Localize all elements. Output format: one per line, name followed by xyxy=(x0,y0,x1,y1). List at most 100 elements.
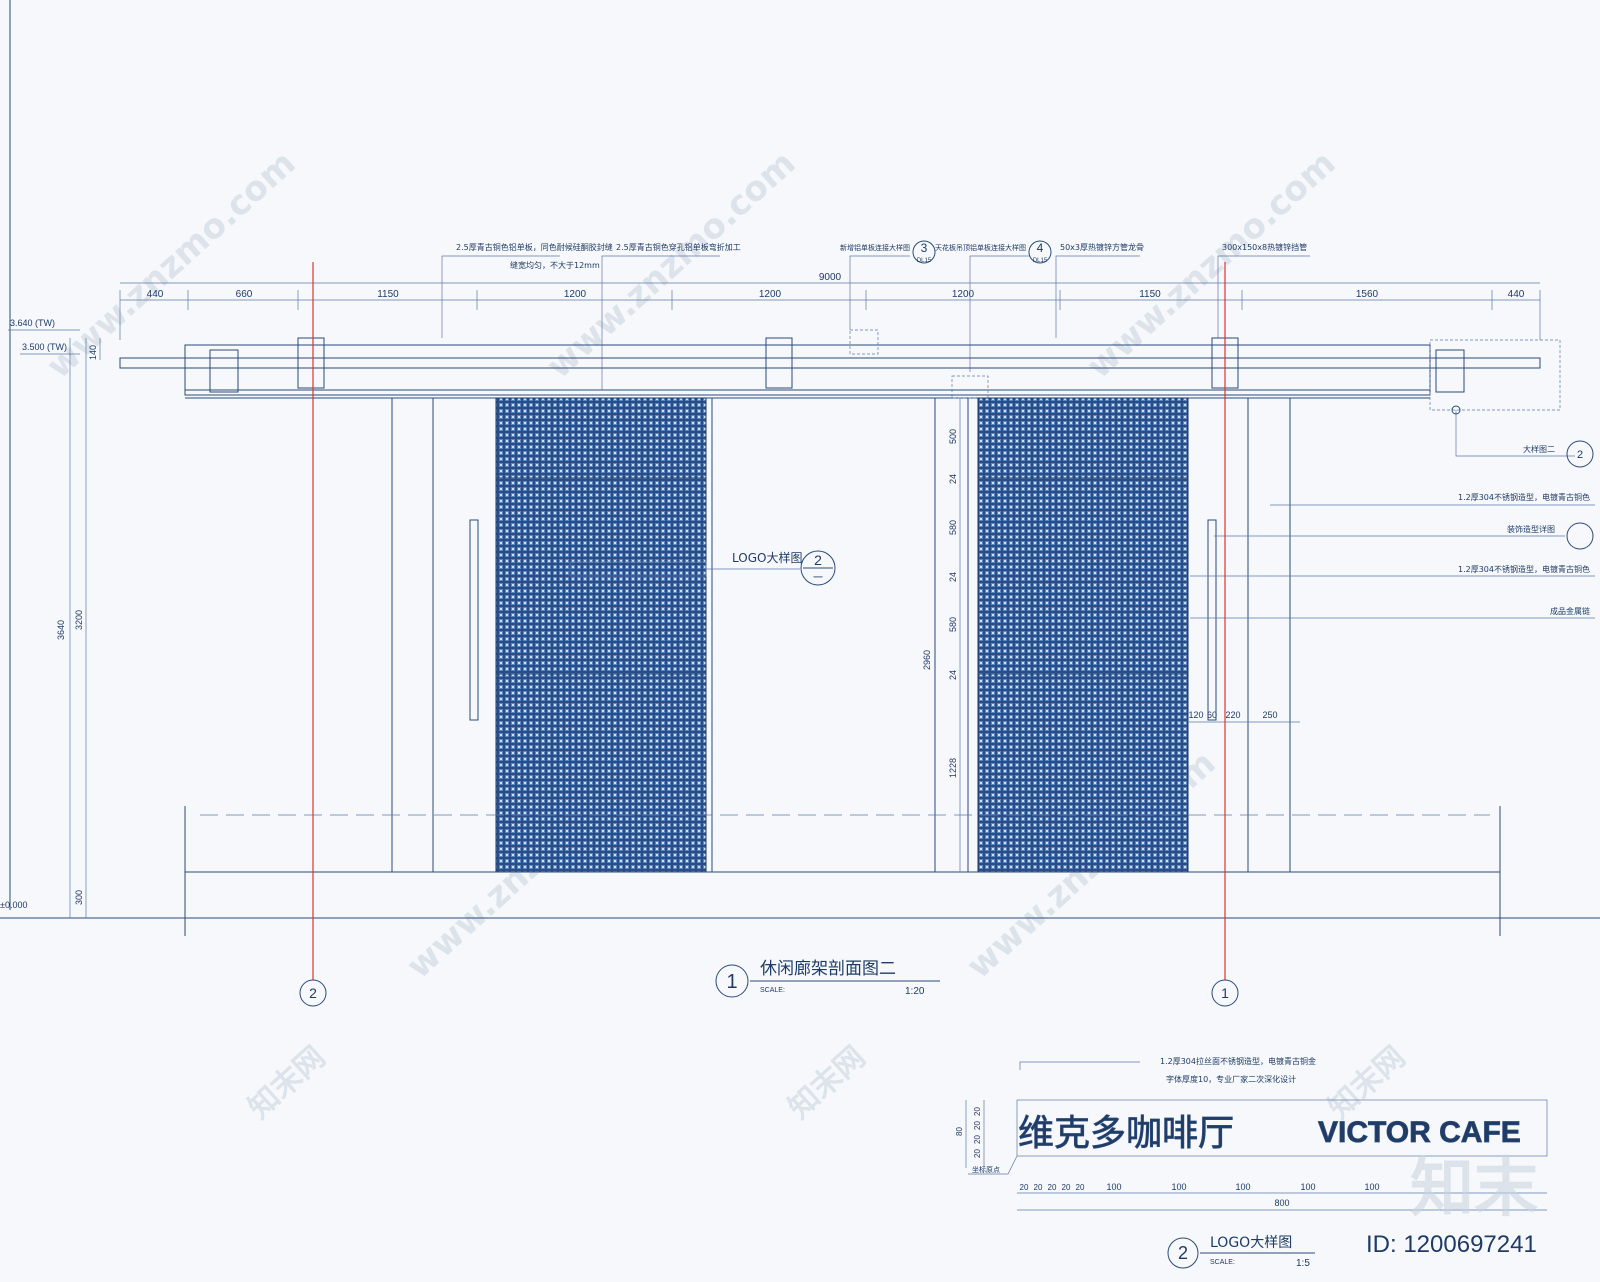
total-dimension: 9000 xyxy=(819,272,842,283)
left-dimensions: 3640 3200 300 140 xyxy=(56,338,101,918)
title-block-logo: 2 LOGO大样图 SCALE: 1:5 xyxy=(1167,1235,1315,1269)
callout-text: 缝宽均匀，不大于12mm xyxy=(510,260,600,270)
detail-ref-sheet: DL15 xyxy=(917,258,932,264)
dim-label: 300 xyxy=(74,890,84,905)
dim-label: 440 xyxy=(1508,289,1525,300)
logo-callout-text: LOGO大样图 xyxy=(732,550,802,565)
dim-label: 60 xyxy=(1207,710,1217,720)
side-dimensions: 120 60 220 250 xyxy=(1188,710,1300,723)
dim-label: 580 xyxy=(948,520,958,535)
detail-ref-number: 2 xyxy=(1577,449,1583,461)
grid-axes: 2 1 xyxy=(299,262,1239,1007)
dim-label: 20 xyxy=(1048,1183,1057,1192)
callout-text: 1.2厚304不锈钢造型，电镀青古铜色 xyxy=(1458,564,1590,574)
title-text: 休闲廊架剖面图二 xyxy=(760,959,896,979)
dim-label: 20 xyxy=(1062,1183,1071,1192)
door-handle-right xyxy=(1207,519,1217,721)
dim-label: 500 xyxy=(948,429,958,444)
grid-marker-2 xyxy=(299,979,327,1007)
logo-ref-sub: 一 xyxy=(813,573,823,584)
dim-label: 20 xyxy=(973,1121,982,1130)
title-block-section: 1 休闲廊架剖面图二 SCALE: 1:20 xyxy=(715,959,940,998)
dim-label: 3640 xyxy=(56,620,66,640)
top-dimension-chain: 440 660 1150 1200 1200 1200 1150 1560 44… xyxy=(119,289,1541,340)
callout-text: 300x150x8热镀锌挡管 xyxy=(1222,242,1307,252)
dim-label: 1560 xyxy=(1356,289,1379,300)
scale-value: 1:20 xyxy=(905,986,925,997)
logo-text-cn: 维克多咖啡厅 xyxy=(1018,1113,1234,1154)
dim-label: 1228 xyxy=(948,758,958,778)
dim-label: 220 xyxy=(1225,710,1240,720)
dim-label: 100 xyxy=(1364,1182,1379,1192)
dim-label: 100 xyxy=(1171,1182,1186,1192)
id-label: ID: 1200697241 xyxy=(1366,1231,1537,1258)
dim-label: 3200 xyxy=(74,610,84,630)
watermark-url: www.znzmo.com xyxy=(39,143,303,386)
dim-label: 1200 xyxy=(952,289,975,300)
grid-marker-1 xyxy=(1211,979,1239,1007)
callout-text: 大样图二 xyxy=(1523,444,1555,454)
dim-label: 20 xyxy=(973,1107,982,1116)
detail-ref-4: 4 xyxy=(1037,241,1044,255)
watermark-cn: 知末网 xyxy=(782,1040,872,1126)
dim-label: 1150 xyxy=(1139,289,1161,300)
dim-label: 140 xyxy=(88,345,98,360)
callout-text: 成品金属链 xyxy=(1550,606,1590,616)
dim-label: 1150 xyxy=(377,289,399,300)
dim-label: 100 xyxy=(1300,1182,1315,1192)
logo-callout: LOGO大样图 2 一 xyxy=(569,550,836,586)
watermark-cn: 知末网 xyxy=(242,1040,332,1126)
callout-text: 2.5厚青古铜色穿孔铝单板弯折加工 xyxy=(616,242,741,252)
detail-ref-sheet: DL15 xyxy=(1033,258,1048,264)
level-label: 3.640 (TW) xyxy=(10,318,55,328)
dim-label: 100 xyxy=(1235,1182,1250,1192)
dim-label: 1200 xyxy=(759,289,782,300)
roof-beam xyxy=(119,329,1561,411)
scale-label: SCALE: xyxy=(1210,1259,1235,1266)
mesh-panel-right xyxy=(977,397,1189,873)
dim-label: 440 xyxy=(147,289,164,300)
watermark-cn: 知末网 xyxy=(1322,1040,1412,1126)
callout-text: 装饰造型详图 xyxy=(1507,524,1555,534)
scale-value: 1:5 xyxy=(1296,1258,1310,1269)
dim-label: 20 xyxy=(1034,1183,1043,1192)
logo-detail: 1.2厚304拉丝面不锈钢造型，电镀青古铜金 字体厚度10，专业厂家二次深化设计… xyxy=(955,1056,1548,1211)
callout-text: 50x3厚热镀锌方管龙骨 xyxy=(1060,242,1144,252)
dim-label: 20 xyxy=(1020,1183,1029,1192)
right-callouts: 大样图二 2 1.2厚304不锈钢造型，电镀青古铜色 装饰造型详图 1.2厚30… xyxy=(1190,405,1595,619)
dim-label: 800 xyxy=(1274,1198,1289,1208)
dim-label: 1200 xyxy=(564,289,587,300)
dim-label: 20 xyxy=(1076,1183,1085,1192)
dim-label: 2960 xyxy=(922,650,932,670)
dim-label: 20 xyxy=(973,1149,982,1158)
door-handle-left xyxy=(469,519,479,721)
door-assembly xyxy=(184,397,1501,936)
logo-ref-number: 2 xyxy=(814,552,822,568)
callout-text: 1.2厚304不锈钢造型，电镀青古铜色 xyxy=(1458,492,1590,502)
grid-marker-label: 1 xyxy=(1221,985,1229,1001)
dim-label: 80 xyxy=(955,1127,964,1136)
logo-note: 字体厚度10，专业厂家二次深化设计 xyxy=(1166,1074,1296,1084)
detail-ref-marker xyxy=(1566,440,1594,468)
detail-ref-3: 3 xyxy=(921,241,928,255)
title-number: 2 xyxy=(1178,1243,1188,1263)
level-label: 3.500 (TW) xyxy=(22,342,67,352)
watermark-url: www.znzmo.com xyxy=(1079,143,1343,386)
title-number: 1 xyxy=(726,971,737,993)
dim-label: 120 xyxy=(1188,710,1203,720)
logo-note: 1.2厚304拉丝面不锈钢造型，电镀青古铜金 xyxy=(1160,1056,1316,1066)
dim-label: 100 xyxy=(1106,1182,1121,1192)
base-label: 坐标原点 xyxy=(972,1165,1000,1174)
inner-dimensions: 500 24 580 24 580 24 2960 1228 xyxy=(922,398,961,872)
brand-mark: 知末 xyxy=(1410,1152,1538,1226)
level-label: ±0.000 xyxy=(0,900,27,910)
title-text: LOGO大样图 xyxy=(1210,1235,1292,1251)
mesh-panel-left xyxy=(495,397,707,873)
callout-text: 天花板吊顶铝单板连接大样图 xyxy=(935,243,1026,252)
dim-label: 20 xyxy=(973,1135,982,1144)
dim-label: 660 xyxy=(236,289,253,300)
dim-label: 250 xyxy=(1262,710,1277,720)
dim-label: 580 xyxy=(948,617,958,632)
callout-text: 新增铝单板连接大样图 xyxy=(840,243,910,252)
